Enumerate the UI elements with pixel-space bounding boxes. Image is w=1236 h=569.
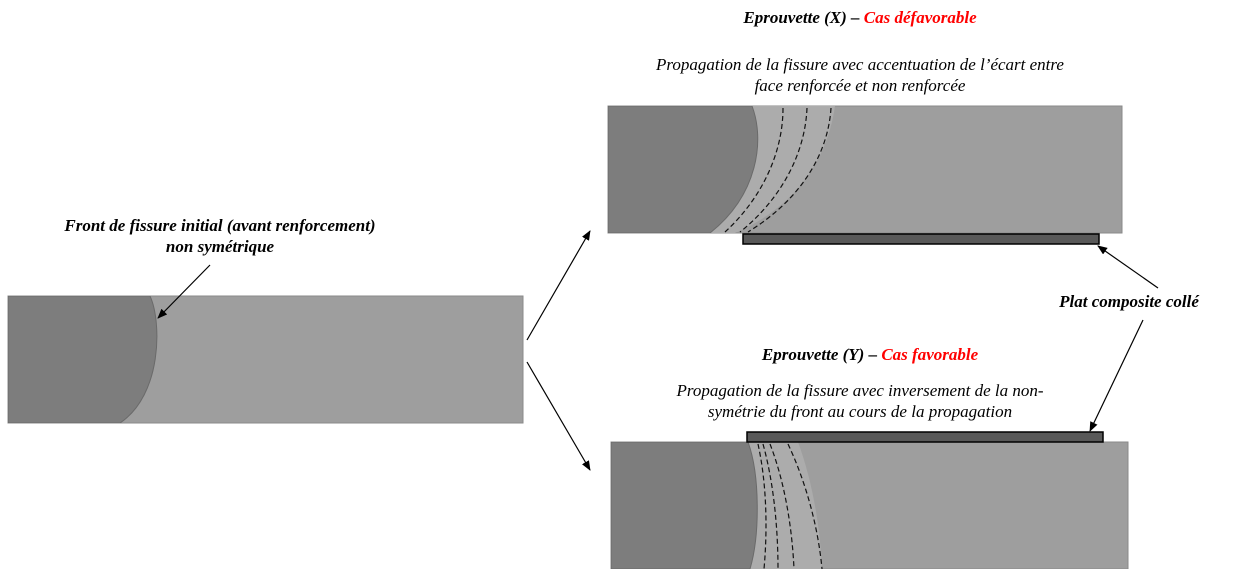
specimen-initial [7, 295, 524, 424]
plate-label: Plat composite collé [1022, 291, 1236, 312]
arrow-to-plate-y [1089, 319, 1144, 432]
crack-front-line-y-1 [757, 443, 767, 569]
arrow-to-plate-x [1097, 245, 1159, 289]
specimen-y-title: Eprouvette (Y) – Cas favorable [630, 344, 1110, 365]
specimen-x [607, 105, 1123, 245]
crack-front-line-y-4 [787, 443, 823, 569]
specimen-x-desc-line1: Propagation de la fissure avec accentuat… [656, 55, 1064, 74]
crack-front-line-x-2 [739, 107, 808, 233]
specimen-y-desc-line2: symétrie du front au cours de la propaga… [707, 402, 1013, 421]
arrow-to-specimen-x [526, 230, 591, 341]
specimen-x-title: Eprouvette (X) – Cas défavorable [620, 7, 1100, 28]
initial-front-label-line1: Front de fissure initial (avant renforce… [64, 216, 376, 235]
specimen-x-desc-line2: face renforcée et non renforcée [754, 76, 966, 95]
specimen-y [610, 431, 1129, 569]
specimen-x-case: Cas défavorable [863, 8, 977, 27]
crack-front-line-x-3 [747, 107, 832, 233]
arrow-to-specimen-y [526, 361, 591, 471]
initial-front-label-line2: non symétrique [165, 237, 275, 256]
specimen-y-title-prefix: Eprouvette (Y) – [761, 345, 878, 364]
initial-front-label: Front de fissure initial (avant renforce… [20, 215, 420, 257]
specimen-y-desc-line1: Propagation de la fissure avec inverseme… [676, 381, 1044, 400]
composite-plate-y [746, 431, 1104, 443]
specimen-y-initial-crack-front [611, 442, 758, 569]
initial-crack-front [8, 296, 158, 423]
composite-plate-x [742, 233, 1100, 245]
specimen-x-description: Propagation de la fissure avec accentuat… [590, 54, 1130, 96]
crack-front-line-y-3 [769, 443, 795, 569]
crack-front-line-y-2 [762, 443, 779, 569]
specimen-x-initial-crack-front [608, 106, 759, 233]
specimen-y-case: Cas favorable [881, 345, 979, 364]
plate-label-text: Plat composite collé [1059, 292, 1199, 311]
arrow-to-initial-front [157, 264, 211, 319]
specimen-x-title-prefix: Eprouvette (X) – [743, 8, 860, 27]
specimen-y-description: Propagation de la fissure avec inverseme… [595, 380, 1125, 422]
crack-front-line-x-1 [724, 107, 784, 233]
